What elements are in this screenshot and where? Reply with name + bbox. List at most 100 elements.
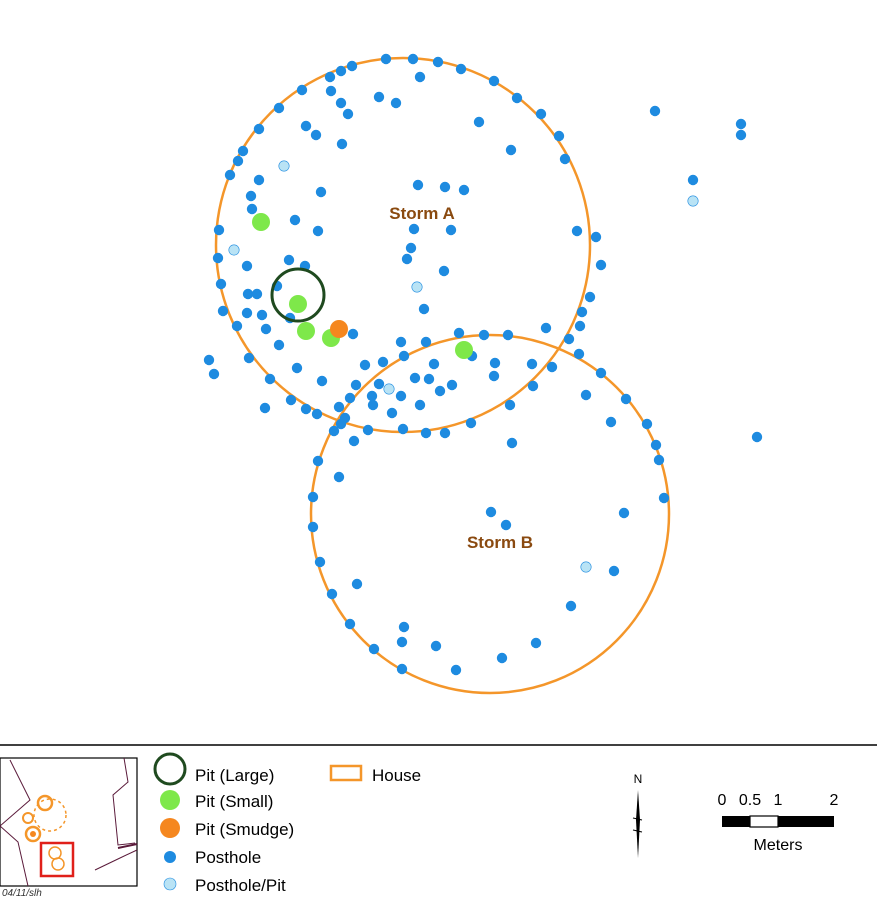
posthole [573,348,585,360]
north-arrow-icon: N [632,772,643,858]
inset-house [24,825,42,843]
posthole [335,97,347,109]
posthole [751,431,763,443]
posthole [414,71,426,83]
posthole [316,375,328,387]
posthole [395,336,407,348]
inset-house-dashed [33,798,67,832]
posthole [245,190,257,202]
posthole [246,203,258,215]
posthole [251,288,263,300]
posthole [398,621,410,633]
posthole [307,521,319,533]
posthole [315,186,327,198]
posthole [232,155,244,167]
posthole [289,214,301,226]
posthole [500,519,512,531]
posthole [439,427,451,439]
north-arrow-mark [632,829,643,833]
posthole [658,492,670,504]
legend-pit-small-icon [160,790,180,810]
posthole [359,359,371,371]
posthole [401,253,413,265]
posthole [242,288,254,300]
posthole [488,370,500,382]
legend: Pit (Large) Pit (Small) Pit (Smudge) Pos… [153,752,421,895]
posthole [215,278,227,290]
posthole [366,390,378,402]
posthole [563,333,575,345]
posthole [296,84,308,96]
posthole [311,408,323,420]
posthole [373,91,385,103]
posthole [412,179,424,191]
posthole [687,174,699,186]
pit-large [270,267,326,323]
posthole [450,664,462,676]
posthole [584,291,596,303]
posthole [527,380,539,392]
posthole [504,399,516,411]
inset-house [36,794,54,812]
inset-map: 04/11/slh [0,757,138,899]
posthole [535,108,547,120]
posthole-pit [383,383,395,395]
posthole [496,652,508,664]
posthole [217,305,229,317]
posthole-pit [228,244,240,256]
posthole [608,565,620,577]
inset-frame [0,757,138,887]
posthole [213,224,225,236]
posthole [620,393,632,405]
posthole [335,65,347,77]
posthole [351,578,363,590]
posthole [231,320,243,332]
posthole [590,231,602,243]
posthole [243,352,255,364]
posthole [264,373,276,385]
posthole [241,307,253,319]
posthole [530,637,542,649]
posthole [310,129,322,141]
posthole [344,618,356,630]
scale-tick-label: 2 [830,792,839,809]
pit-small [297,322,315,340]
posthole [458,184,470,196]
posthole [212,252,224,264]
legend-house-label: House [372,766,421,785]
scale-tick-label: 0.5 [739,792,761,809]
posthole [259,402,271,414]
posthole [489,357,501,369]
posthole [398,350,410,362]
posthole [526,358,538,370]
legend-pit-small-label: Pit (Small) [195,792,273,811]
posthole [333,401,345,413]
posthole [434,385,446,397]
scale-segment [722,816,750,827]
inset-focus-box [39,841,75,878]
posthole [300,403,312,415]
legend-pit-large-label: Pit (Large) [195,766,274,785]
posthole [397,423,409,435]
posthole [203,354,215,366]
scale-units: Meters [754,837,803,854]
posthole [335,418,347,430]
posthole [565,600,577,612]
inset-house [22,812,34,824]
posthole [348,435,360,447]
posthole [346,60,358,72]
posthole [336,138,348,150]
posthole [485,506,497,518]
posthole [478,329,490,341]
posthole [446,379,458,391]
posthole [241,260,253,272]
posthole [396,636,408,648]
posthole [540,322,552,334]
posthole [420,427,432,439]
posthole [347,328,359,340]
posthole [273,339,285,351]
scale-segment [778,816,834,827]
posthole [285,394,297,406]
posthole [559,153,571,165]
legend-pit-smudge-label: Pit (Smudge) [195,820,294,839]
